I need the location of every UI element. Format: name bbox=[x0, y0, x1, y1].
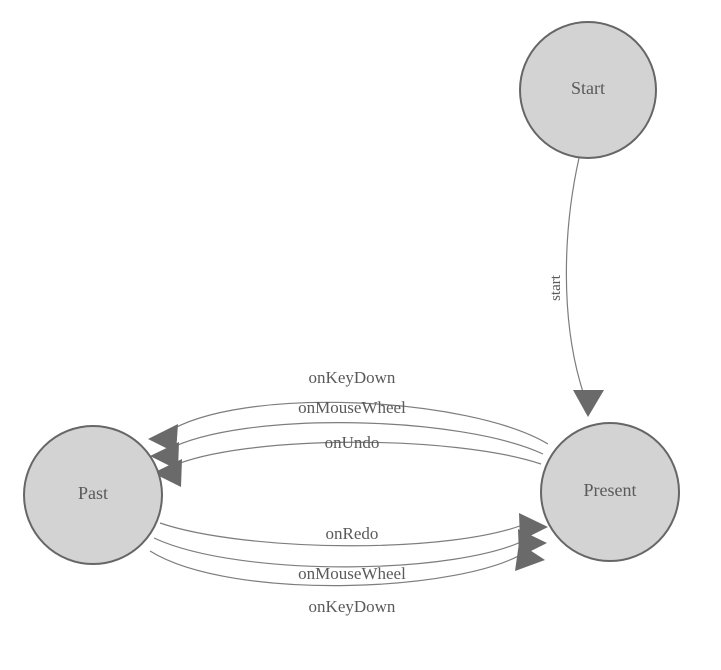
edge-present-to-past-mousewheel-path bbox=[166, 422, 544, 455]
node-start[interactable]: Start bbox=[519, 21, 657, 159]
edge-start-path bbox=[565, 157, 584, 393]
edge-present-to-past-undo-path bbox=[169, 441, 542, 468]
arrowhead-into-present-3 bbox=[515, 543, 545, 571]
edge-past-to-present-keydown[interactable]: onKeyDown bbox=[149, 543, 545, 616]
edge-present-to-past-keydown-path bbox=[165, 401, 549, 445]
edge-past-to-present-mousewheel-path bbox=[153, 537, 530, 568]
edge-label-start: start bbox=[548, 274, 564, 301]
edge-start-to-present[interactable]: start bbox=[548, 157, 604, 417]
edge-label-past-present-redo: onRedo bbox=[326, 524, 379, 543]
node-past[interactable]: Past bbox=[23, 425, 163, 565]
edge-present-to-past-undo[interactable]: onUndo bbox=[153, 433, 542, 487]
edge-label-past-present-keydown: onKeyDown bbox=[309, 597, 396, 616]
edge-label-present-past-mousewheel: onMouseWheel bbox=[298, 398, 406, 417]
edge-label-present-past-undo: onUndo bbox=[325, 433, 380, 452]
edge-past-to-present-redo[interactable]: onRedo bbox=[159, 513, 548, 547]
edge-label-past-present-mousewheel: onMouseWheel bbox=[298, 564, 406, 583]
arrowhead-into-present-top bbox=[573, 390, 604, 417]
node-start-label: Start bbox=[571, 78, 605, 98]
node-present-circle bbox=[540, 422, 680, 562]
edge-present-to-past-keydown[interactable]: onKeyDown bbox=[148, 368, 549, 453]
edge-present-to-past-mousewheel[interactable]: onMouseWheel bbox=[150, 398, 544, 470]
node-start-circle bbox=[519, 21, 657, 159]
arrowhead-into-past-1 bbox=[148, 424, 178, 453]
node-present[interactable]: Present bbox=[540, 422, 680, 562]
arrowhead-into-past-2 bbox=[150, 442, 179, 470]
arrowhead-into-past-3 bbox=[153, 459, 182, 487]
node-past-circle bbox=[23, 425, 163, 565]
node-past-label: Past bbox=[78, 483, 108, 503]
edge-past-to-present-keydown-path bbox=[149, 550, 528, 587]
edge-past-to-present-redo-path bbox=[159, 521, 531, 547]
edge-label-present-past-keydown: onKeyDown bbox=[309, 368, 396, 387]
node-present-label: Present bbox=[584, 480, 637, 500]
